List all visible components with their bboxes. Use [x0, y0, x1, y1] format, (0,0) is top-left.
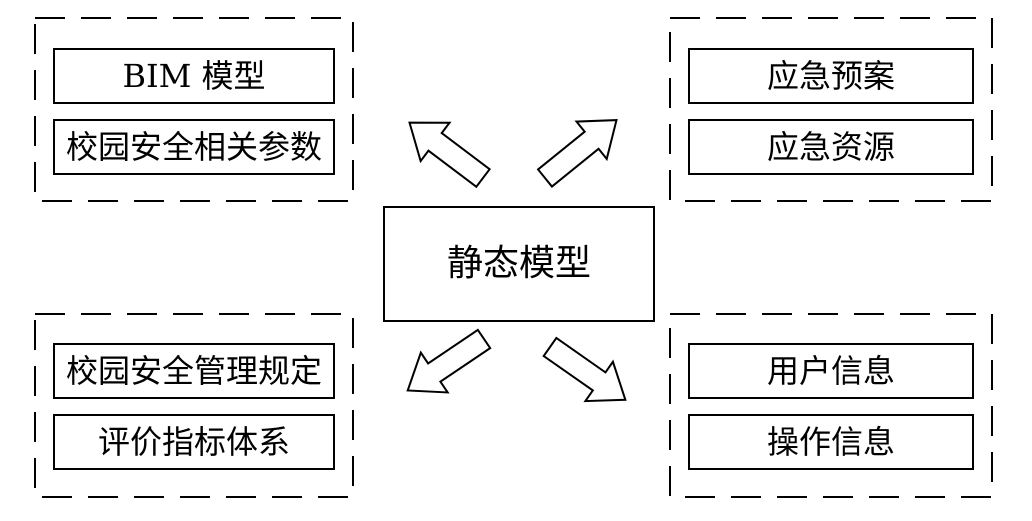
- bottom-right-item-2-label: 操作信息: [766, 423, 895, 461]
- arrow-to-bottom-left: [406, 328, 492, 394]
- arrow-to-top-right: [536, 119, 618, 188]
- top-left-item-2-label: 校园安全相关参数: [65, 128, 322, 166]
- group-frame-top-left: [34, 17, 354, 202]
- group-frame-bottom-left: [34, 313, 354, 498]
- center-node-label: 静态模型: [446, 243, 591, 284]
- bottom-right-item-2: 操作信息: [688, 414, 974, 470]
- group-frame-bottom-right: [669, 313, 993, 498]
- top-right-item-1-label: 应急预案: [766, 57, 895, 95]
- bottom-left-item-2-label: 评价指标体系: [97, 423, 290, 461]
- bottom-left-item-2: 评价指标体系: [53, 414, 335, 470]
- top-right-item-1: 应急预案: [688, 48, 974, 104]
- arrow-to-top-left: [408, 121, 492, 189]
- bottom-right-item-1-label: 用户信息: [766, 352, 895, 390]
- top-right-item-2: 应急资源: [688, 119, 974, 175]
- top-right-item-2-label: 应急资源: [766, 128, 895, 166]
- top-left-item-2: 校园安全相关参数: [53, 119, 335, 175]
- group-frame-top-right: [669, 17, 993, 202]
- bottom-left-item-1: 校园安全管理规定: [53, 343, 335, 399]
- top-left-item-1: BIM 模型: [53, 48, 335, 104]
- top-left-item-1-label: BIM 模型: [122, 57, 266, 95]
- bottom-left-item-1-label: 校园安全管理规定: [65, 352, 322, 390]
- center-node: 静态模型: [383, 206, 655, 322]
- bottom-right-item-1: 用户信息: [688, 343, 974, 399]
- arrow-to-bottom-right: [542, 336, 627, 403]
